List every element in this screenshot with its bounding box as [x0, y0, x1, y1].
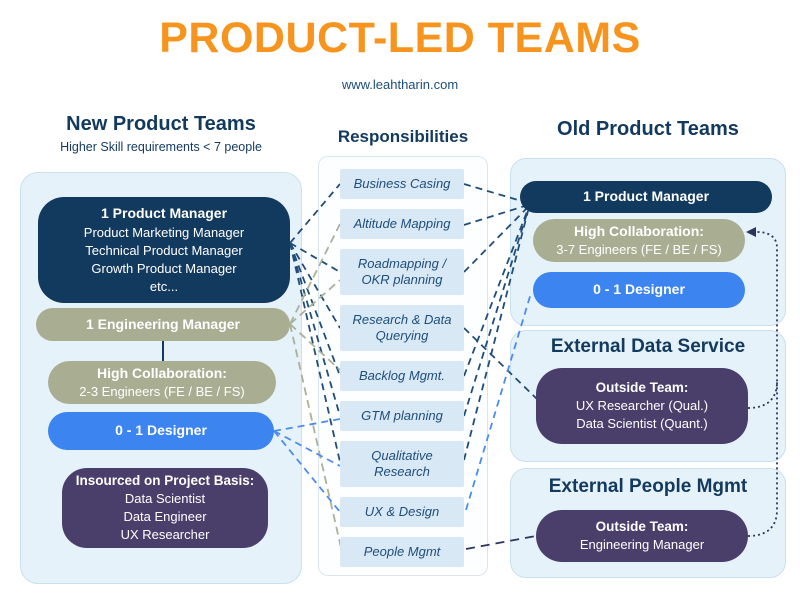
box-line: Growth Product Manager — [91, 260, 237, 276]
external-people-mgmt-box: Outside Team: Engineering Manager — [536, 510, 748, 562]
website-link[interactable]: www.leahtharin.com — [341, 77, 459, 92]
box-title: 1 Engineering Manager — [85, 315, 241, 332]
box-line: 2-3 Engineers (FE / BE / FS) — [79, 384, 245, 400]
box-title: Outside Team: — [595, 379, 689, 395]
box-title: Insourced on Project Basis: — [75, 472, 255, 488]
box-title: 0 - 1 Designer — [115, 422, 207, 439]
box-line: etc... — [149, 278, 179, 294]
left-column-heading: New Product Teams — [66, 113, 256, 135]
new-designer-box: 0 - 1 Designer — [48, 412, 274, 450]
responsibility-roadmapping: Roadmapping / OKR planning — [340, 249, 464, 295]
page-title: PRODUCT-LED TEAMS — [159, 14, 641, 62]
left-column-subheading: Higher Skill requirements < 7 people — [60, 140, 262, 154]
right-column-heading: Old Product Teams — [557, 118, 739, 140]
external-people-mgmt-heading: External People Mgmt — [548, 476, 748, 497]
responsibility-altitude-mapping: Altitude Mapping — [340, 209, 464, 239]
box-title: High Collaboration: — [97, 364, 227, 381]
box-line: UX Researcher (Qual.) — [575, 398, 709, 414]
responsibility-gtm: GTM planning — [340, 401, 464, 431]
responsibility-qualitative-research: Qualitative Research — [340, 441, 464, 487]
em-collab-connector — [162, 341, 164, 361]
responsibility-backlog: Backlog Mgmt. — [340, 361, 464, 391]
box-title: Outside Team: — [595, 518, 689, 534]
responsibility-ux-design: UX & Design — [340, 497, 464, 527]
box-line: Data Engineer — [123, 509, 207, 525]
external-data-service-box: Outside Team: UX Researcher (Qual.) Data… — [536, 368, 748, 444]
box-line: Technical Product Manager — [85, 242, 243, 258]
new-high-collaboration-box: High Collaboration: 2-3 Engineers (FE / … — [48, 361, 276, 404]
box-title: 0 - 1 Designer — [593, 281, 685, 298]
box-line: Data Scientist — [124, 491, 206, 507]
box-line: UX Researcher — [120, 527, 210, 543]
responsibility-business-casing: Business Casing — [340, 169, 464, 199]
box-line: Data Scientist (Quant.) — [576, 416, 708, 432]
responsibility-research-querying: Research & Data Querying — [340, 305, 464, 351]
old-designer-box: 0 - 1 Designer — [533, 272, 745, 308]
box-line: Product Marketing Manager — [83, 224, 245, 240]
box-line: 3-7 Engineers (FE / BE / FS) — [556, 242, 722, 258]
new-engineering-manager-box: 1 Engineering Manager — [36, 308, 290, 341]
external-data-service-heading: External Data Service — [550, 336, 746, 357]
responsibility-people-mgmt: People Mgmt — [340, 537, 464, 567]
box-title: High Collaboration: — [574, 222, 704, 239]
middle-column-heading: Responsibilities — [337, 127, 469, 146]
insourced-box: Insourced on Project Basis: Data Scienti… — [62, 468, 268, 548]
old-high-collaboration-box: High Collaboration: 3-7 Engineers (FE / … — [533, 219, 745, 262]
old-product-manager-box: 1 Product Manager — [520, 181, 772, 213]
box-title: 1 Product Manager — [100, 205, 228, 222]
new-product-manager-box: 1 Product Manager Product Marketing Mana… — [38, 197, 290, 303]
box-line: Engineering Manager — [579, 537, 705, 553]
box-title: 1 Product Manager — [582, 188, 710, 205]
